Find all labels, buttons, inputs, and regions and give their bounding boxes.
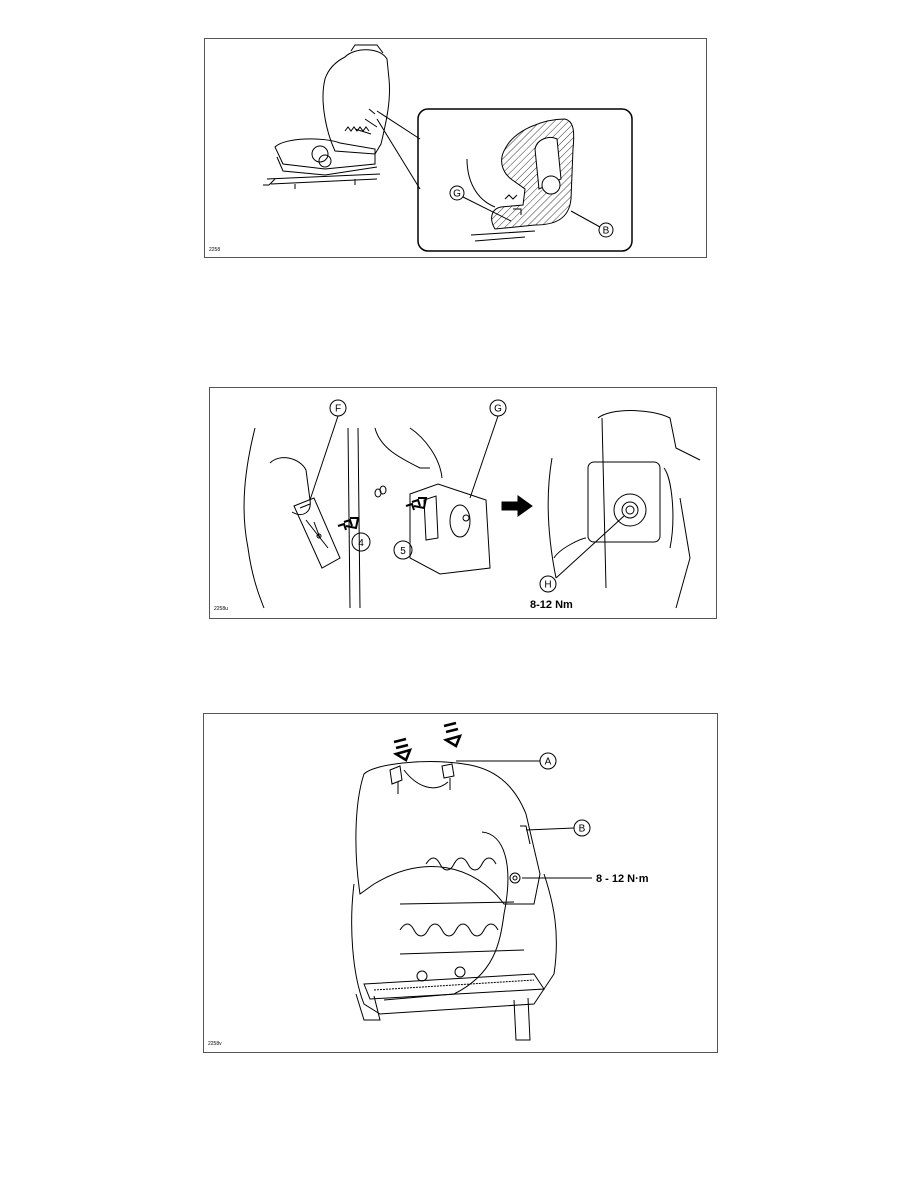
seat-overview-drawing: G B [263, 44, 633, 252]
figure-connector-and-bolt: F G 4 5 H 8-12 Nm 2258u [209, 387, 717, 619]
torque-spec: 8-12 Nm [530, 599, 573, 611]
callout-h-label: H [544, 580, 551, 591]
callout-b-label: B [579, 824, 586, 835]
callout-g-label: G [494, 404, 502, 415]
callout-f-label: F [335, 404, 341, 415]
callout-step-4-label: 4 [358, 538, 364, 549]
figure-code: 2258u [214, 606, 228, 612]
figure-seat-overview: G B 2258 [204, 38, 707, 258]
figure-seatback-frame: A B 8 - 12 N·m 2258v [203, 713, 718, 1053]
figure-code: 2258 [209, 247, 221, 253]
torque-spec: 8 - 12 N·m [596, 873, 649, 885]
seatback-frame-drawing: A B 8 - 12 N·m [351, 721, 649, 1041]
callout-a-label: A [545, 757, 552, 768]
callout-g-label: G [453, 189, 461, 200]
callout-b-label: B [603, 226, 610, 237]
connector-and-bolt-drawing: F G 4 5 H 8-12 Nm [243, 399, 701, 611]
figure-code: 2258v [208, 1041, 222, 1047]
callout-step-5-label: 5 [400, 546, 406, 557]
